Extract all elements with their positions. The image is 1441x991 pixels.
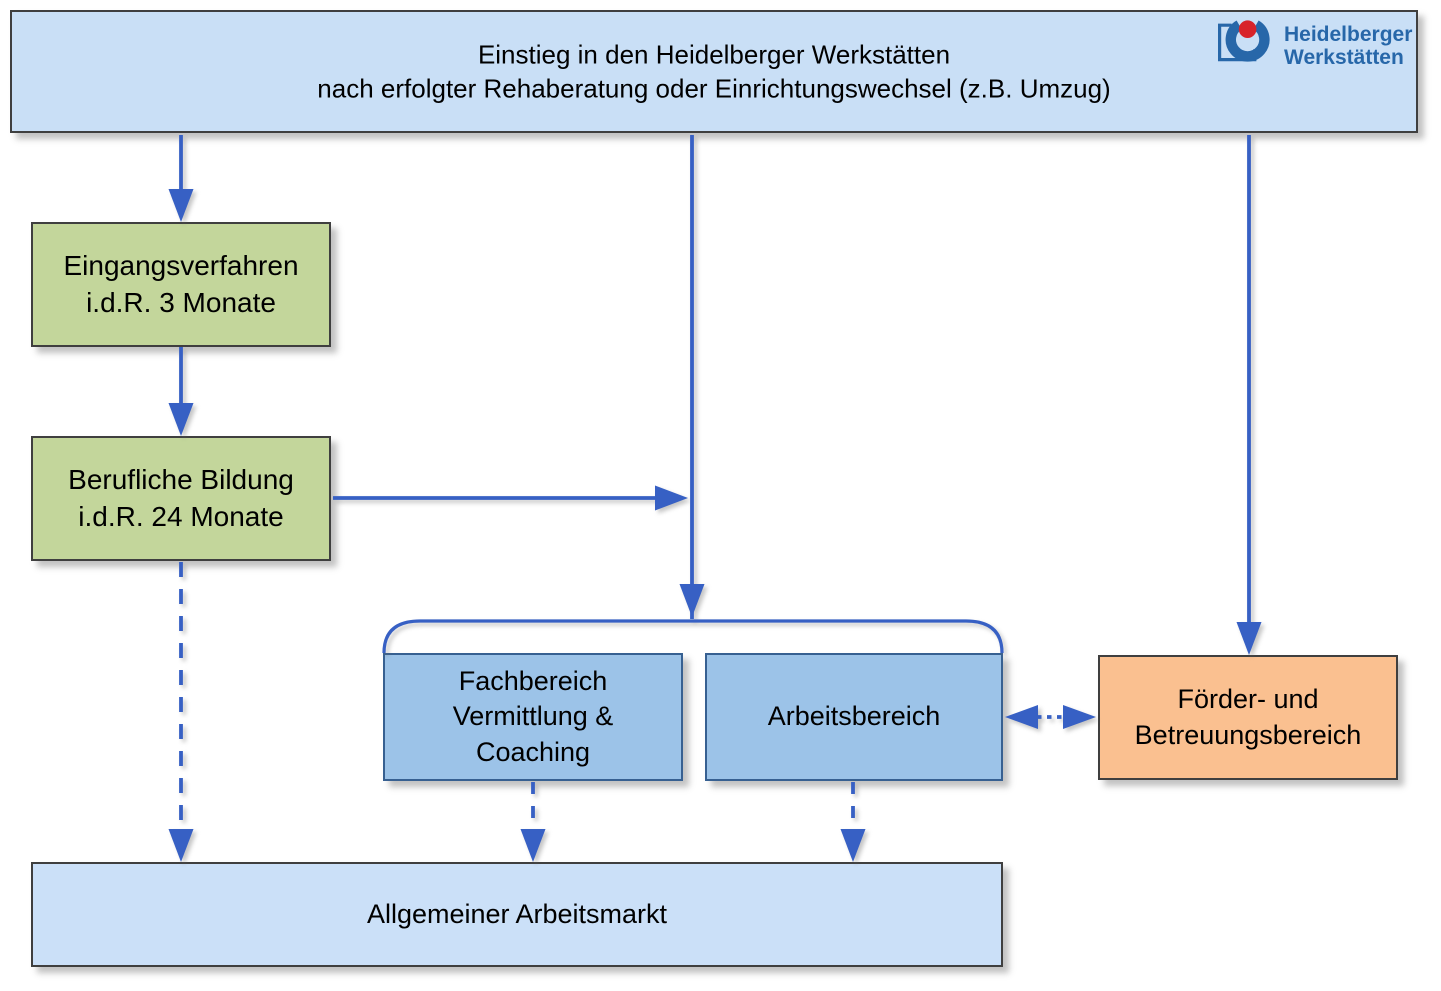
arrow-header-to-foerder bbox=[1236, 135, 1262, 655]
arrow-header-to-eingangsverfahren bbox=[168, 135, 194, 222]
company-logo-wordmark: Heidelberger Werkstätten bbox=[1284, 23, 1413, 69]
dashed-arrow-berufliche-bildung-to-arbeitsmarkt bbox=[168, 562, 194, 862]
arbeitsmarkt-label: Allgemeiner Arbeitsmarkt bbox=[366, 898, 668, 929]
brace-bereiche bbox=[382, 619, 1004, 654]
berufliche-bildung-label-line1: Berufliche Bildung bbox=[68, 463, 294, 495]
fachbereich-label-line1: Fachbereich bbox=[458, 666, 608, 697]
logo-word-2: Werkstätten bbox=[1284, 45, 1404, 69]
berufliche-bildung-label-line2: i.d.R. 24 Monate bbox=[78, 500, 284, 532]
company-logo-icon bbox=[1218, 20, 1270, 62]
foerder-label-line2: Betreuungsbereich bbox=[1134, 719, 1362, 750]
header-title-line1: Einstieg in den Heidelberger Werkstätten bbox=[477, 39, 951, 70]
fachbereich-label-line2: Vermittlung & bbox=[452, 701, 614, 732]
node-foerder-betreuungsbereich: Förder- und Betreuungsbereich bbox=[1098, 655, 1398, 780]
node-eingangsverfahren: Eingangsverfahren i.d.R. 3 Monate bbox=[31, 222, 331, 347]
fachbereich-label-line3: Coaching bbox=[475, 736, 591, 767]
arbeitsbereich-label: Arbeitsbereich bbox=[767, 701, 941, 732]
arrow-header-to-bereiche bbox=[679, 135, 705, 619]
node-berufliche-bildung: Berufliche Bildung i.d.R. 24 Monate bbox=[31, 436, 331, 561]
node-fachbereich-vermittlung-coaching: Fachbereich Vermittlung & Coaching bbox=[383, 653, 683, 781]
header-title-line2: nach erfolgter Rehaberatung oder Einrich… bbox=[317, 73, 1111, 104]
dashed-arrow-arbeitsbereich-to-arbeitsmarkt bbox=[840, 782, 866, 862]
node-arbeitsbereich: Arbeitsbereich bbox=[705, 653, 1003, 781]
dashed-arrow-fachbereich-to-arbeitsmarkt bbox=[520, 782, 546, 862]
arrow-berufliche-bildung-to-bereiche bbox=[333, 485, 688, 511]
header-title: Einstieg in den Heidelberger Werkstätten… bbox=[12, 37, 1416, 106]
eingangsverfahren-label-line2: i.d.R. 3 Monate bbox=[86, 286, 276, 318]
logo-word-1: Heidelberger bbox=[1284, 23, 1413, 46]
header-box: Einstieg in den Heidelberger Werkstätten… bbox=[10, 10, 1418, 133]
dotted-double-arrow-arbeitsbereich-foerder bbox=[1005, 705, 1096, 729]
node-allgemeiner-arbeitsmarkt: Allgemeiner Arbeitsmarkt bbox=[31, 862, 1003, 967]
foerder-label-line1: Förder- und bbox=[1177, 683, 1319, 714]
eingangsverfahren-label-line1: Eingangsverfahren bbox=[63, 249, 299, 281]
arrow-eingangsverfahren-to-berufliche-bildung bbox=[168, 347, 194, 436]
company-logo: Heidelberger Werkstätten bbox=[1210, 14, 1412, 78]
